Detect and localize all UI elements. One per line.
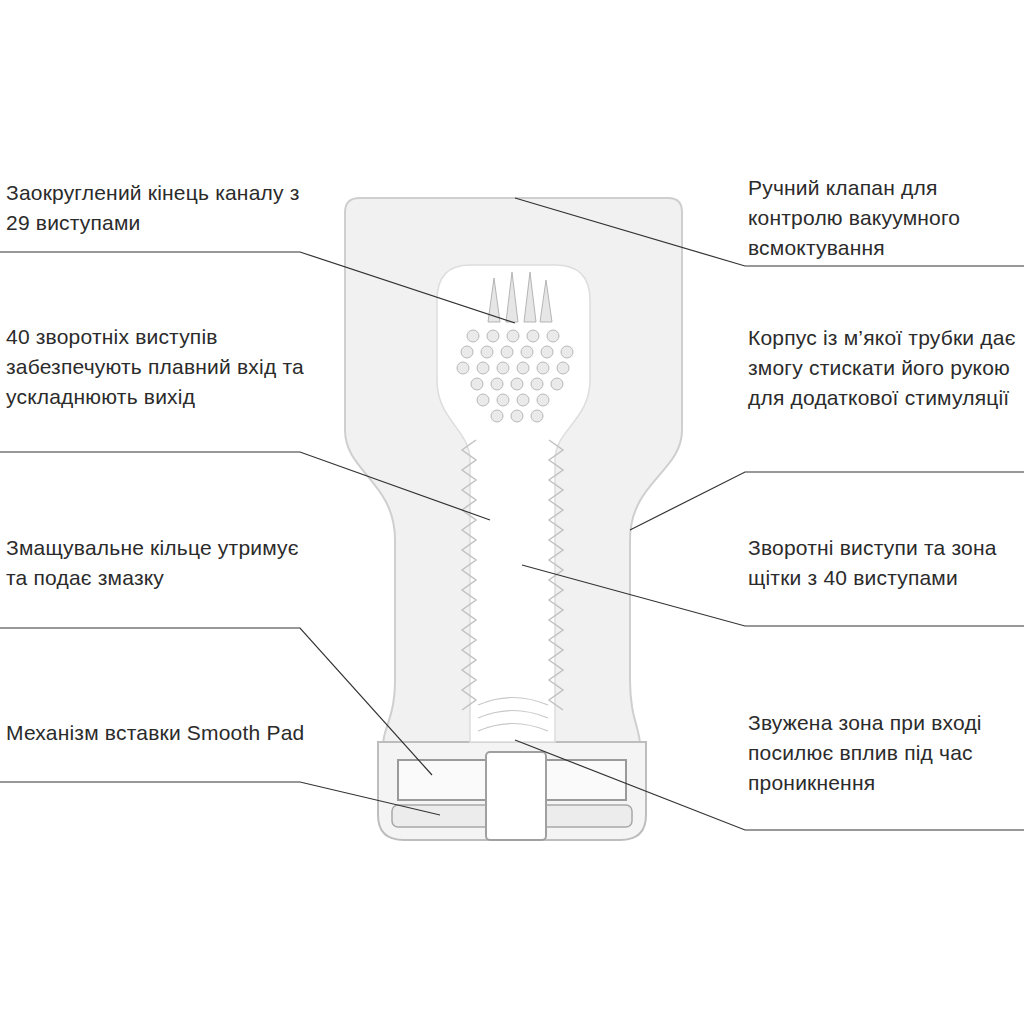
callout-label: 40 зворотніх виступів забезпечують плавн…: [6, 322, 306, 412]
entry-opening: [486, 752, 546, 840]
twist-zone: [478, 698, 548, 732]
callout-label: Ручний клапан для контролю вакуумного вс…: [748, 173, 1020, 263]
nub-grid: [457, 330, 573, 422]
callout-label: Механізм вставки Smooth Pad: [6, 718, 306, 748]
callout-label: Звужена зона при вході посилює вплив під…: [748, 708, 1020, 798]
ridges: [462, 440, 563, 710]
base-cap: [378, 742, 646, 840]
callout-label: Зворотні виступи та зона щітки з 40 вист…: [748, 533, 1020, 593]
callout-label: Змащувальне кільце утримує та подає змаз…: [6, 533, 306, 593]
callout-label: Заокруглений кінець каналу з 29 виступам…: [6, 178, 306, 238]
inner-channel: [437, 265, 590, 742]
callout-label: Корпус із м’якої трубки дає змогу стиска…: [748, 323, 1020, 413]
soft-body: [345, 198, 682, 745]
leader-lines: [0, 198, 1024, 830]
tip-spikes: [488, 272, 552, 322]
